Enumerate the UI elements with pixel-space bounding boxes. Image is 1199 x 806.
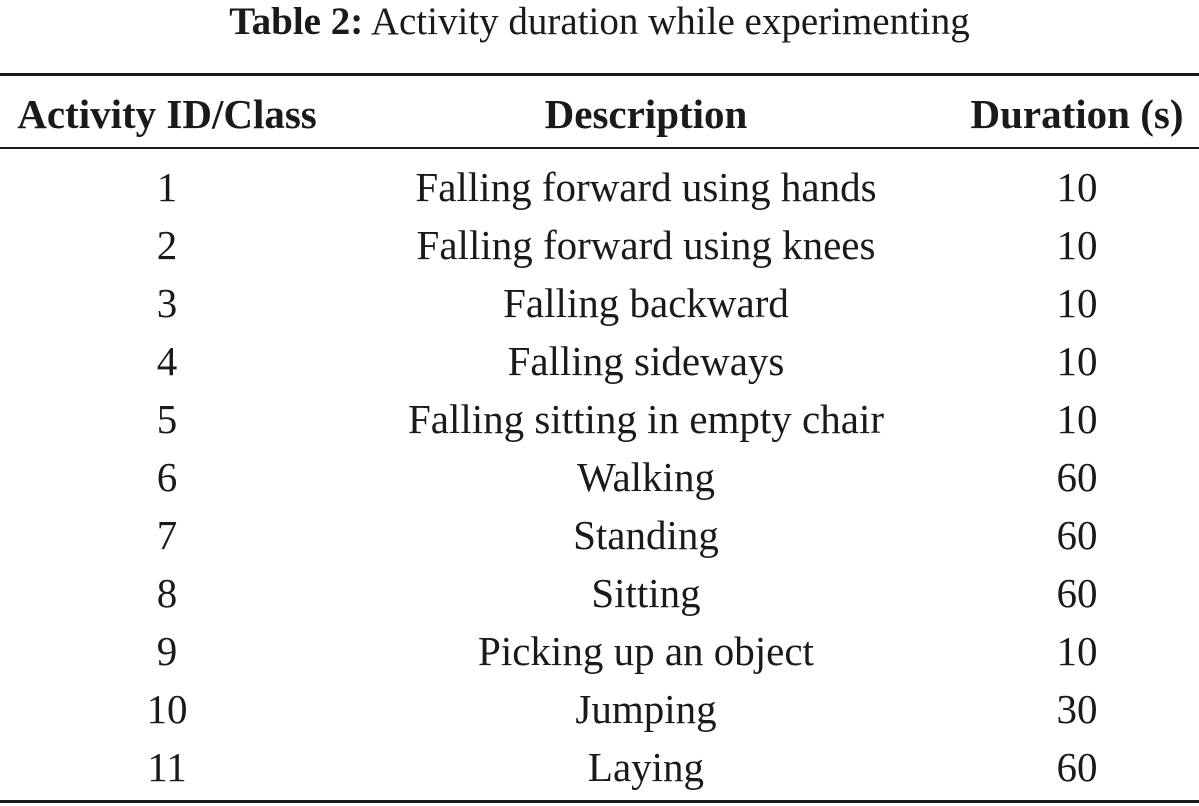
table-row: 3 Falling backward 10 bbox=[0, 274, 1199, 332]
table-row: 6 Walking 60 bbox=[0, 448, 1199, 506]
table-bottom-rule bbox=[0, 800, 1199, 803]
column-header-activity-id: Activity ID/Class bbox=[17, 91, 317, 137]
description-cell: Walking bbox=[577, 454, 715, 500]
activity-id-cell: 7 bbox=[156, 512, 178, 558]
activity-id-cell: 11 bbox=[147, 744, 187, 790]
description-cell: Falling sitting in empty chair bbox=[407, 396, 884, 442]
table-caption-text: Activity duration while experimenting bbox=[370, 0, 970, 43]
activity-id-cell: 4 bbox=[156, 338, 178, 384]
description-cell: Picking up an object bbox=[478, 628, 814, 674]
duration-cell: 10 bbox=[1056, 222, 1098, 268]
table-row: 1 Falling forward using hands 10 bbox=[0, 158, 1199, 216]
activity-id-cell: 6 bbox=[156, 454, 178, 500]
description-cell: Jumping bbox=[575, 686, 717, 732]
duration-cell: 10 bbox=[1056, 280, 1098, 326]
table-caption-label: Table 2: bbox=[229, 0, 364, 43]
table-row: 9 Picking up an object 10 bbox=[0, 622, 1199, 680]
activity-id-cell: 5 bbox=[156, 396, 178, 442]
column-header-duration: Duration (s) bbox=[970, 91, 1184, 137]
duration-cell: 10 bbox=[1056, 338, 1098, 384]
description-cell: Falling sideways bbox=[507, 338, 785, 384]
description-cell: Laying bbox=[587, 744, 705, 790]
activity-id-cell: 2 bbox=[156, 222, 178, 268]
duration-cell: 60 bbox=[1056, 744, 1098, 790]
duration-cell: 60 bbox=[1056, 512, 1098, 558]
activity-id-cell: 10 bbox=[146, 686, 188, 732]
table-caption: Table 2: Activity duration while experim… bbox=[0, 0, 1199, 48]
table-row: 4 Falling sideways 10 bbox=[0, 332, 1199, 390]
table-row: 11 Laying 60 bbox=[0, 738, 1199, 796]
description-cell: Standing bbox=[573, 512, 719, 558]
duration-cell: 60 bbox=[1056, 454, 1098, 500]
duration-cell: 10 bbox=[1056, 396, 1098, 442]
table-row: 5 Falling sitting in empty chair 10 bbox=[0, 390, 1199, 448]
duration-cell: 10 bbox=[1056, 164, 1098, 210]
description-cell: Falling forward using knees bbox=[416, 222, 876, 268]
table-row: 8 Sitting 60 bbox=[0, 564, 1199, 622]
table-body: 1 Falling forward using hands 10 2 Falli… bbox=[0, 158, 1199, 796]
activity-id-cell: 9 bbox=[156, 628, 178, 674]
duration-cell: 30 bbox=[1056, 686, 1098, 732]
activity-id-cell: 1 bbox=[156, 164, 178, 210]
table-header-rule bbox=[0, 147, 1199, 149]
table-row: 10 Jumping 30 bbox=[0, 680, 1199, 738]
table-header-row: Activity ID/Class Description Duration (… bbox=[0, 90, 1199, 138]
table-top-rule bbox=[0, 73, 1199, 76]
description-cell: Sitting bbox=[591, 570, 701, 616]
table-row: 7 Standing 60 bbox=[0, 506, 1199, 564]
description-cell: Falling forward using hands bbox=[415, 164, 877, 210]
column-header-description: Description bbox=[544, 91, 748, 137]
activity-id-cell: 3 bbox=[156, 280, 178, 326]
table-row: 2 Falling forward using knees 10 bbox=[0, 216, 1199, 274]
duration-cell: 10 bbox=[1056, 628, 1098, 674]
description-cell: Falling backward bbox=[503, 280, 789, 326]
duration-cell: 60 bbox=[1056, 570, 1098, 616]
activity-id-cell: 8 bbox=[156, 570, 178, 616]
